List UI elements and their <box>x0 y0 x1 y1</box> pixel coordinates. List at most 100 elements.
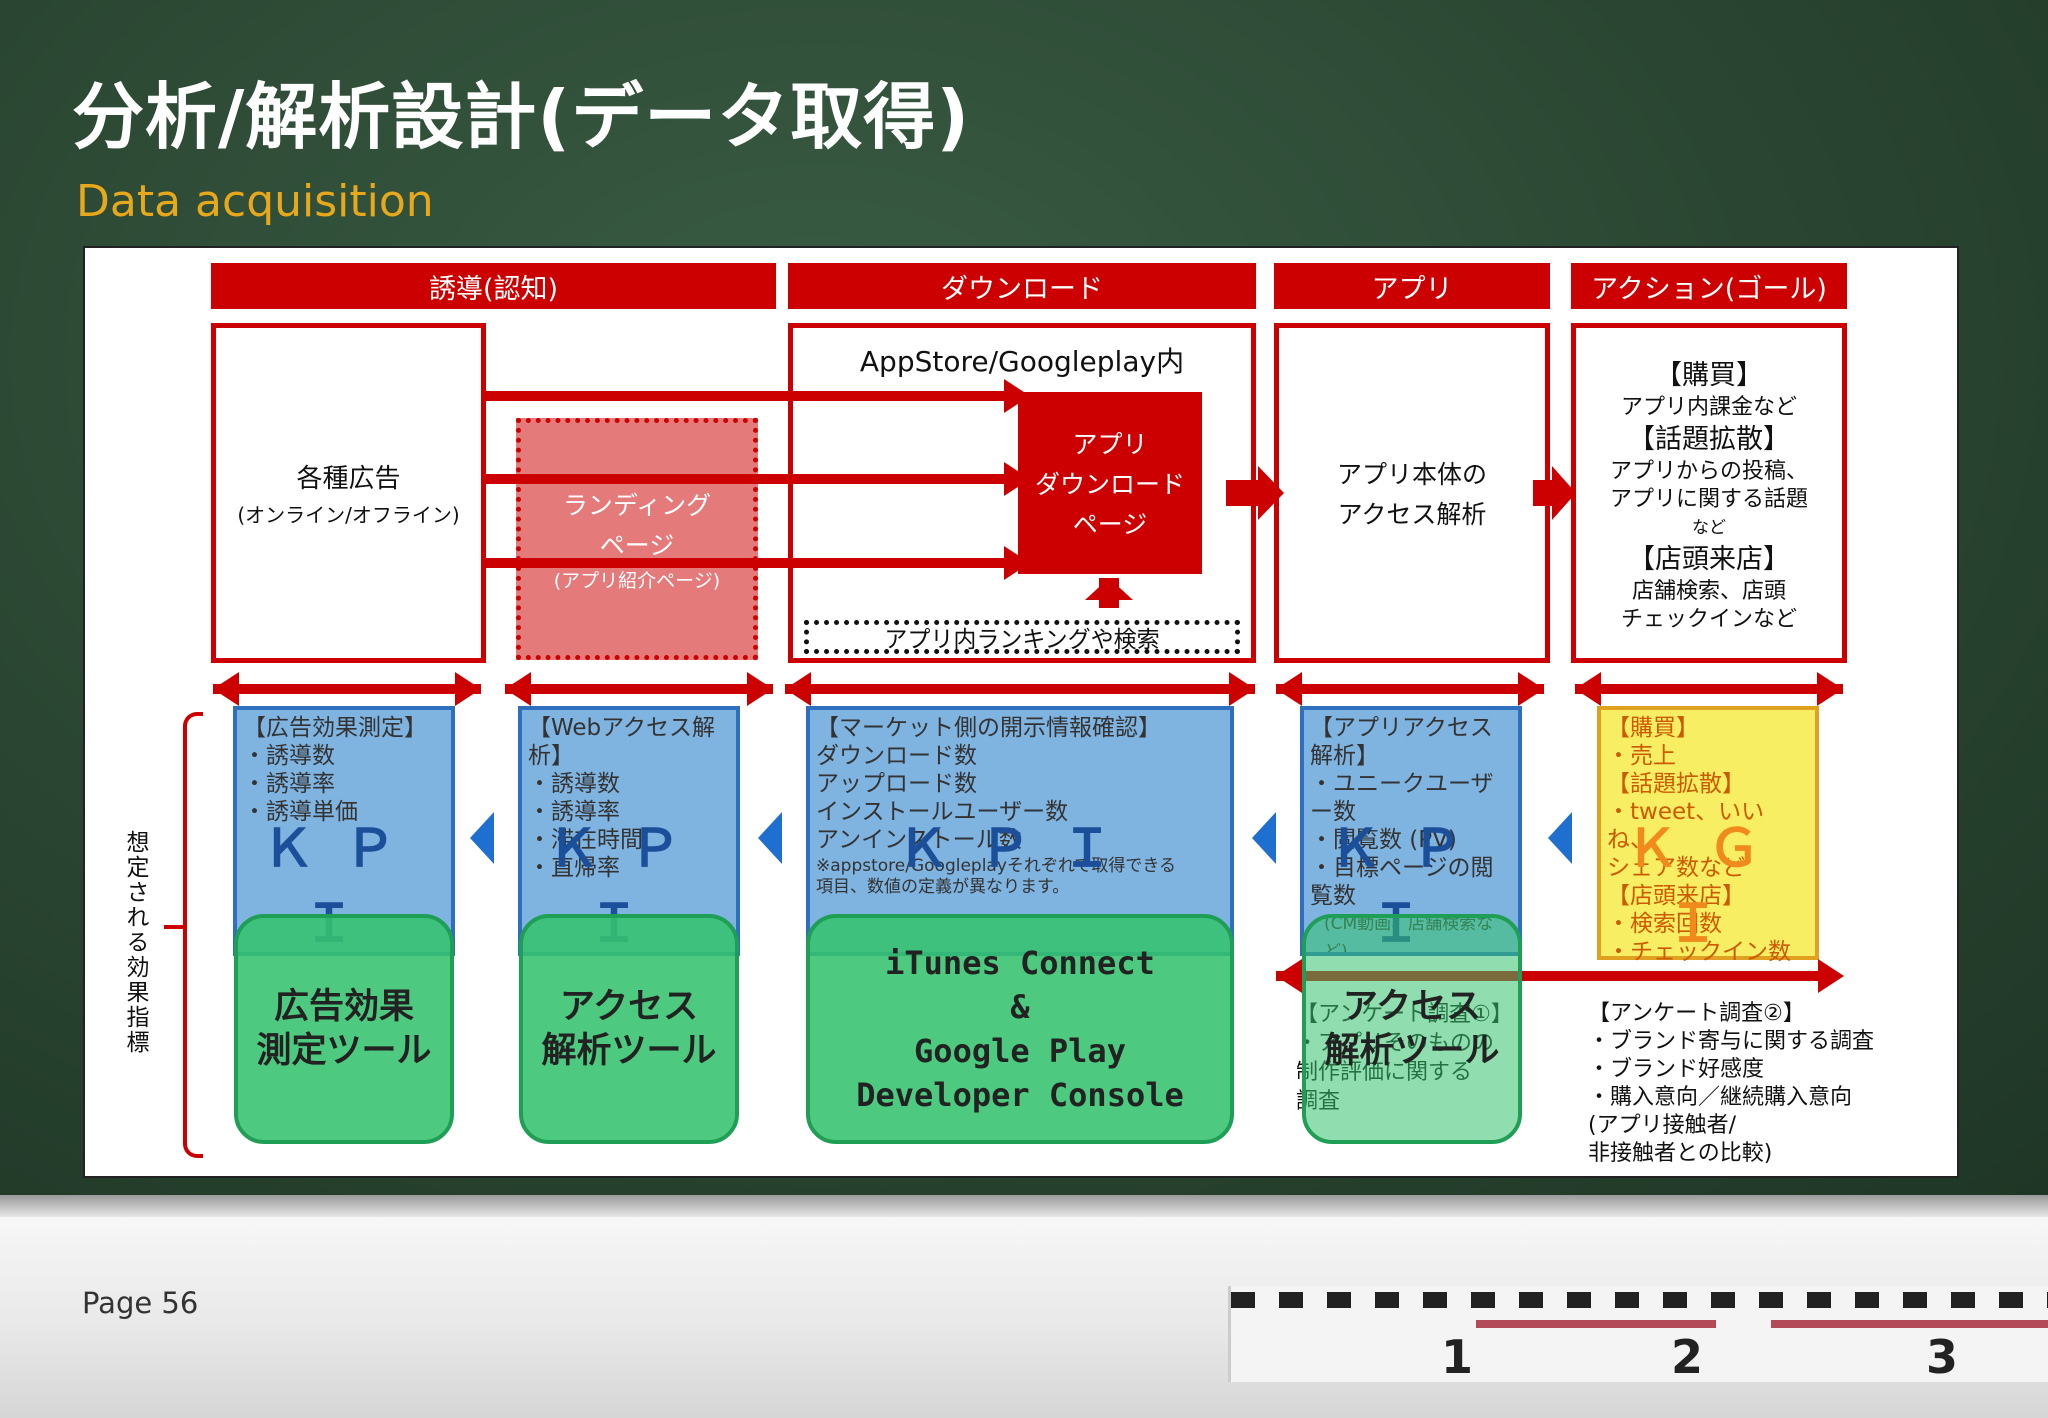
kpi-item: ・誘導数 <box>528 771 620 797</box>
goal-line: 店舗検索、店頭 <box>1631 579 1786 604</box>
goal-line: 【店頭来店】 <box>1628 544 1790 575</box>
download-page-box: アプリ ダウンロード ページ <box>1018 392 1202 574</box>
goal-line: 【購買】 <box>1655 360 1763 391</box>
flow-arrow-3-head <box>1004 546 1030 580</box>
page-number: Page 56 <box>82 1286 199 1320</box>
store-title: AppStore/Googleplay内 <box>859 345 1185 378</box>
tool-ad-measurement: 広告効果測定ツール <box>234 914 454 1144</box>
kgi-box: 【購買】・売上【話題拡散】・tweet、いいね、シェア数など【店頭来店】・検索回… <box>1597 706 1819 965</box>
tool-app-analytics: アクセス解析ツール <box>1302 914 1522 1144</box>
survey-range-arrow-right <box>1818 959 1844 993</box>
landing-sub: (アプリ紹介ページ) <box>553 569 721 592</box>
ruler-mark-1 <box>1476 1320 1716 1328</box>
goal-text: 【購買】アプリ内課金など【話題拡散】アプリからの投稿、アプリに関する話題など【店… <box>1576 358 1842 634</box>
ads-subtitle: (オンライン/オフライン) <box>237 503 460 527</box>
tool-4-line1: アクセス <box>1342 987 1482 1027</box>
range-arrow-2-left <box>505 672 531 706</box>
side-bracket-tip <box>164 925 186 929</box>
kpi-item: ・閲覧数 (PV) <box>1310 827 1457 853</box>
app-line1: アプリ本体の <box>1336 460 1487 489</box>
goal-line: アプリ内課金など <box>1620 395 1797 420</box>
download-line1: アプリ <box>1072 430 1148 459</box>
kgi-item: 【購買】 <box>1607 715 1699 741</box>
range-arrow-4 <box>1276 684 1544 694</box>
tool-web-analytics: アクセス解析ツール <box>519 914 739 1144</box>
goal-line: 【話題拡散】 <box>1628 424 1790 455</box>
range-arrow-4-right <box>1518 672 1544 706</box>
flow-arrow-2 <box>486 474 1012 484</box>
tool-3-line1: iTunes Connect <box>885 944 1155 982</box>
tool-1-line1: 広告効果 <box>273 987 414 1027</box>
kpi-market-list: 【マーケット側の開示情報確認】ダウンロード数アップロード数インストールユーザー数… <box>816 714 1224 854</box>
kpi-connector-4 <box>1548 812 1572 864</box>
range-arrow-5 <box>1575 684 1843 694</box>
goal-line: アプリに関する話題 <box>1609 487 1808 512</box>
kpi-item: ・直帰率 <box>528 855 620 881</box>
kpi-note-line: ※appstore/Googleplayそれぞれで取得できる <box>816 856 1177 876</box>
kpi-connector-2 <box>758 812 782 864</box>
kpi-item: ・誘導単価 <box>243 799 358 825</box>
ruler-graphic: 1 2 3 <box>1228 1286 2048 1384</box>
range-arrow-5-right <box>1817 672 1843 706</box>
range-arrow-2-right <box>747 672 773 706</box>
header-induction: 誘導(認知) <box>211 263 776 309</box>
goal-line: など <box>1692 518 1726 538</box>
side-label: 想定される効果指標 <box>122 830 148 1055</box>
kpi-item: ・誘導数 <box>243 743 335 769</box>
kgi-item: ・売上 <box>1607 743 1676 769</box>
tool-1-line2: 測定ツール <box>256 1031 432 1071</box>
kpi-item: ・誘導率 <box>243 771 335 797</box>
tool-3-line4: Developer Console <box>856 1076 1184 1114</box>
slide-subtitle: Data acquisition <box>76 176 434 227</box>
kgi-item: ・チェックイン数 <box>1607 939 1791 965</box>
kpi-connector-1 <box>470 812 494 864</box>
download-line3: ページ <box>1072 510 1148 539</box>
survey-range-arrow-left <box>1276 959 1302 993</box>
range-arrow-4-left <box>1276 672 1302 706</box>
range-arrow-3-right <box>1229 672 1255 706</box>
survey-item: 【アンケート調査②】 <box>1588 1001 1805 1026</box>
goal-box: 【購買】アプリ内課金など【話題拡散】アプリからの投稿、アプリに関する話題など【店… <box>1571 323 1847 663</box>
survey-item: ・ブランド寄与に関する調査 <box>1588 1029 1875 1054</box>
kpi-item: 【Webアクセス解析】 <box>528 715 715 769</box>
kpi-ads-list: 【広告効果測定】・誘導数・誘導率・誘導単価 <box>243 714 445 826</box>
goal-line: アプリからの投稿、 <box>1609 459 1808 484</box>
kgi-item: ・tweet、いいね、 <box>1607 799 1765 853</box>
kpi-web-list: 【Webアクセス解析】・誘導数・誘導率・滞在時間・直帰率 <box>528 714 730 882</box>
tool-3-line2: & <box>1010 988 1030 1026</box>
up-arrow-head <box>1085 578 1133 600</box>
chalk-ledge <box>0 1195 2048 1217</box>
kpi-item: ダウンロード数 <box>816 743 977 769</box>
flow-arrow-3 <box>486 558 1012 568</box>
kgi-item: ・検索回数 <box>1607 911 1722 937</box>
range-arrow-2 <box>505 684 773 694</box>
kpi-connector-3 <box>1252 812 1276 864</box>
kgi-label: ＫＧＩ <box>1625 819 1790 954</box>
kpi-item: 【マーケット側の開示情報確認】 <box>816 715 1161 741</box>
landing-line1: ランディング <box>562 490 712 520</box>
kgi-list: 【購買】・売上【話題拡散】・tweet、いいね、シェア数など【店頭来店】・検索回… <box>1607 714 1809 966</box>
range-arrow-5-left <box>1575 672 1601 706</box>
tool-3-line3: Google Play <box>914 1032 1126 1070</box>
ads-box: 各種広告 (オンライン/オフライン) <box>211 323 486 663</box>
side-bracket <box>183 712 203 1158</box>
ruler-mark-2 <box>1771 1320 2048 1328</box>
survey-2-text: 【アンケート調査②】・ブランド寄与に関する調査・ブランド好感度・購入意向／継続購… <box>1588 1000 1888 1168</box>
tool-4-line2: 解析ツール <box>1324 1031 1500 1071</box>
range-arrow-1 <box>213 684 481 694</box>
kpi-item: ・滞在時間 <box>528 827 643 853</box>
app-to-goal-arrow <box>1533 480 1555 506</box>
ranking-box: アプリ内ランキングや検索 <box>804 620 1240 654</box>
kpi-item: ・目標ページの閲覧数 <box>1310 855 1494 909</box>
kpi-item: アンインストール数 <box>816 827 1022 853</box>
slide-title: 分析/解析設計(データ取得) <box>72 75 971 159</box>
header-app: アプリ <box>1274 263 1550 309</box>
kpi-item: インストールユーザー数 <box>816 799 1069 825</box>
kpi-item: アップロード数 <box>816 771 977 797</box>
kpi-item: ・ユニークユーザー数 <box>1310 771 1494 825</box>
header-download: ダウンロード <box>788 263 1256 309</box>
ads-title: 各種広告 <box>296 464 401 494</box>
ruler-number-1: 1 <box>1441 1330 1474 1384</box>
kpi-label-3: ＫＰＩ <box>896 819 1143 879</box>
